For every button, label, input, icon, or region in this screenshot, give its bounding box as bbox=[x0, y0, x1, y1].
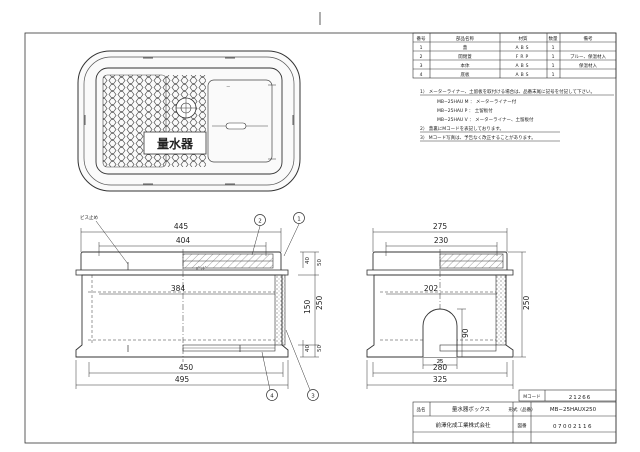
dim-label: 450 bbox=[179, 363, 194, 372]
model-label: 形式（品番） bbox=[509, 406, 536, 413]
dim-label: 50 bbox=[317, 345, 323, 352]
row-qty: 1 bbox=[552, 45, 555, 51]
row-qty: 1 bbox=[552, 72, 555, 78]
side-view bbox=[366, 249, 514, 362]
dim-label: 280 bbox=[433, 363, 448, 372]
drawing-no-value: 07002116 bbox=[553, 424, 593, 430]
dim-label: 230 bbox=[434, 236, 449, 245]
parts-table-header: 番号 部品名称 材質 数量 備考 bbox=[417, 35, 593, 42]
row-name: 底板 bbox=[461, 71, 470, 78]
row-qty: 1 bbox=[552, 54, 555, 60]
dim-label: 25 bbox=[437, 359, 444, 365]
callout-2: 2 bbox=[258, 219, 262, 225]
lid-label-plate bbox=[143, 131, 207, 155]
row-note: ブルー、保温材入 bbox=[570, 53, 606, 60]
side-dimensions bbox=[366, 228, 526, 389]
note-line: 2） 蓋裏にMコードを表記しております。 bbox=[420, 125, 504, 132]
dim-label: 202 bbox=[424, 284, 439, 293]
callout-3: 3 bbox=[311, 394, 315, 400]
table-row: 2 開閉蓋 FRP 1 ブルー、保温材入 bbox=[420, 53, 607, 60]
title-block bbox=[412, 389, 617, 444]
company-name: 前澤化成工業株式会社 bbox=[435, 421, 491, 429]
dim-label: 40 bbox=[305, 257, 311, 264]
row-no: 4 bbox=[420, 72, 423, 78]
row-name: 開閉蓋 bbox=[458, 53, 472, 60]
top-view: 量水器 － bbox=[77, 50, 301, 192]
svg-text:－: － bbox=[226, 85, 231, 90]
front-dimension-labels: 445 404 384 450 495 40 50 250 150 40 50 bbox=[171, 222, 324, 384]
mcode-value: 21266 bbox=[569, 395, 592, 401]
row-name: 蓋 bbox=[463, 44, 468, 51]
front-dimensions bbox=[75, 228, 319, 389]
dim-label: 325 bbox=[433, 375, 448, 384]
drawing-frame bbox=[24, 32, 617, 444]
table-row: 1 蓋 ABS 1 bbox=[420, 44, 555, 51]
mcode-label: Mコード bbox=[523, 394, 540, 400]
table-header: 材質 bbox=[519, 35, 528, 42]
table-header: 備考 bbox=[584, 35, 593, 42]
row-material: ABS bbox=[516, 63, 531, 69]
note-line: MB−25HAU P ： 土留板付 bbox=[437, 107, 493, 114]
row-material: ABS bbox=[516, 72, 531, 78]
row-material: FRP bbox=[516, 54, 530, 60]
dim-label: 495 bbox=[175, 375, 190, 384]
name-value: 量水器ボックス bbox=[452, 405, 490, 413]
side-dimension-labels: 275 230 202 280 325 250 90 25 bbox=[424, 222, 531, 384]
drawing-no-label: 図番 bbox=[518, 422, 527, 429]
note-line: 3） Mコード写真は、予告なく改正することがあります。 bbox=[420, 134, 536, 141]
dim-label: 40 bbox=[305, 345, 311, 352]
callouts: 2 1 3 4 bbox=[251, 212, 319, 401]
lid-label: 量水器 bbox=[157, 136, 194, 151]
note-line: 1） メーターライナー、土留板を取付ける場合は、品番末尾に記号を付記して下さい。 bbox=[420, 88, 595, 95]
notes: 1） メーターライナー、土留板を取付ける場合は、品番末尾に記号を付記して下さい。… bbox=[420, 88, 614, 142]
front-view: ﾊﾟｯﾄﾞ ビス止め bbox=[75, 214, 289, 362]
callout-4: 4 bbox=[270, 394, 274, 400]
name-label: 品名 bbox=[417, 406, 426, 413]
dim-label: 445 bbox=[174, 222, 189, 231]
note-line: MB−25HAU M ： メーターライナー付 bbox=[437, 98, 517, 105]
row-no: 3 bbox=[420, 63, 423, 69]
dim-label: 90 bbox=[461, 328, 470, 338]
table-header: 数量 bbox=[549, 35, 558, 42]
table-row: 4 底板 ABS 1 bbox=[420, 71, 555, 78]
row-qty: 1 bbox=[552, 63, 555, 69]
dim-label: 50 bbox=[317, 259, 323, 266]
note-line: MB−25HAU V ： メーターライナー、土留板付 bbox=[437, 116, 534, 123]
dim-label: 150 bbox=[303, 299, 312, 314]
pad-label: ﾊﾟｯﾄﾞ bbox=[196, 265, 207, 272]
dim-label: 384 bbox=[171, 284, 186, 293]
row-no: 1 bbox=[420, 45, 423, 51]
model-value: MB−25HAUX250 bbox=[550, 407, 597, 413]
callout-1: 1 bbox=[297, 217, 301, 223]
parts-table bbox=[412, 32, 617, 79]
dim-label: 275 bbox=[433, 222, 448, 231]
table-row: 3 本体 ABS 1 保温材入 bbox=[420, 62, 598, 69]
row-note: 保温材入 bbox=[579, 62, 597, 69]
dim-label: 404 bbox=[176, 236, 191, 245]
screw-label: ビス止め bbox=[80, 214, 98, 221]
row-material: ABS bbox=[516, 45, 531, 51]
row-name: 本体 bbox=[461, 62, 470, 69]
table-header: 番号 bbox=[417, 35, 426, 42]
dim-label: 250 bbox=[522, 295, 531, 310]
lid-handle bbox=[225, 122, 247, 130]
dim-label: 250 bbox=[315, 295, 324, 310]
row-no: 2 bbox=[420, 54, 423, 60]
table-header: 部品名称 bbox=[456, 35, 474, 42]
